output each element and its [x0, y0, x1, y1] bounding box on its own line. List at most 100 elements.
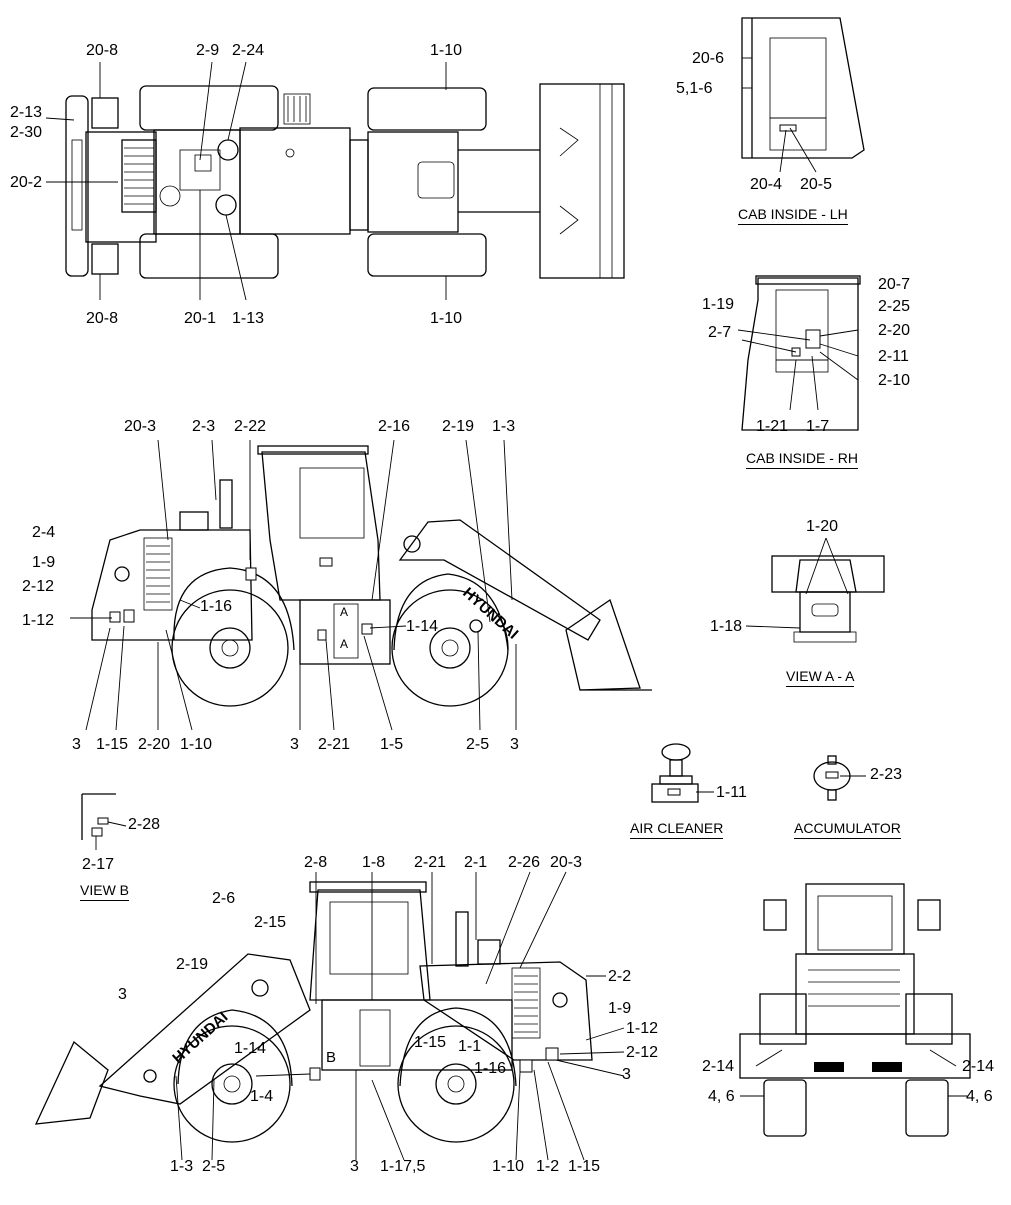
part-label: 1-5: [380, 736, 404, 753]
part-label: 20-3: [550, 854, 583, 871]
part-label: 4, 6: [966, 1088, 993, 1105]
part-label: 1-8: [362, 854, 386, 871]
part-label: 2-19: [442, 418, 475, 435]
part-label: 1-15: [96, 736, 129, 753]
title-view-b: VIEW B: [80, 882, 130, 901]
part-label: 3: [118, 986, 127, 1003]
section-mark-b: B: [326, 1049, 336, 1066]
top-view: [65, 83, 625, 279]
part-label: 1-16: [474, 1060, 507, 1077]
title-air-cleaner: AIR CLEANER: [630, 820, 724, 839]
part-label: 2-16: [378, 418, 411, 435]
view-aa: [771, 555, 885, 643]
part-label: 1-1: [458, 1038, 482, 1055]
part-label: 1-15: [414, 1034, 447, 1051]
accumulator: [813, 755, 851, 801]
part-label: 2-26: [508, 854, 541, 871]
part-label: 20-8: [86, 310, 119, 327]
part-label: 2-11: [878, 348, 909, 365]
left-side-view: [91, 445, 652, 707]
part-label: 1-18: [710, 618, 743, 635]
part-label: 2-19: [176, 956, 209, 973]
part-label: 1-9: [32, 554, 56, 571]
part-label: 2-23: [870, 766, 903, 783]
part-label: 2-25: [878, 298, 911, 315]
part-label: 20-3: [124, 418, 157, 435]
part-label: 2-14: [962, 1058, 995, 1075]
part-label: 4, 6: [708, 1088, 735, 1105]
part-label: 2-24: [232, 42, 265, 59]
part-label: 1-11: [716, 784, 747, 801]
hyundai-boom-plate-right: HYUNDAI: [169, 1009, 231, 1067]
part-label: 1-7: [806, 418, 830, 435]
part-label: 1-14: [406, 618, 439, 635]
part-label: 2-20: [138, 736, 171, 753]
part-label: 1-10: [492, 1158, 525, 1175]
part-label: 2-3: [192, 418, 216, 435]
title-cab-inside-lh: CAB INSIDE - LH: [738, 206, 848, 225]
air-cleaner: [651, 743, 699, 803]
part-label: 2-1: [464, 854, 488, 871]
part-label: 2-10: [878, 372, 911, 389]
part-label: 1-15: [568, 1158, 601, 1175]
title-cab-inside-rh: CAB INSIDE - RH: [746, 450, 859, 469]
part-label: 1-21: [756, 418, 789, 435]
part-label: 2-15: [254, 914, 287, 931]
part-label: 1-12: [22, 612, 55, 629]
part-label: 1-16: [200, 598, 233, 615]
part-label: 2-20: [878, 322, 911, 339]
part-label: 2-4: [32, 524, 56, 541]
part-label: 2-21: [414, 854, 447, 871]
part-label: 2-7: [708, 324, 732, 341]
right-side-view: [34, 881, 593, 1143]
part-label: 2-13: [10, 104, 43, 121]
part-label: 2-5: [202, 1158, 226, 1175]
part-label: 1-3: [492, 418, 516, 435]
part-label: 1-10: [180, 736, 213, 753]
title-accumulator: ACCUMULATOR: [794, 820, 901, 839]
part-label: 3: [350, 1158, 359, 1175]
part-label: 2-6: [212, 890, 236, 907]
part-label: 3: [510, 736, 519, 753]
part-label: 5,1-6: [676, 80, 713, 97]
part-label: 2-8: [304, 854, 328, 871]
part-label: 20-4: [750, 176, 783, 193]
part-label: 1-10: [430, 42, 463, 59]
part-label: 1-4: [250, 1088, 274, 1105]
part-label: 1-12: [626, 1020, 659, 1037]
part-label: 3: [622, 1066, 631, 1083]
part-label: 1-14: [234, 1040, 267, 1057]
part-label: 20-2: [10, 174, 43, 191]
part-label: 1-10: [430, 310, 463, 327]
part-label: 2-28: [128, 816, 161, 833]
part-label: 1-3: [170, 1158, 194, 1175]
part-label: 2-21: [318, 736, 351, 753]
part-label: 20-6: [692, 50, 725, 67]
leader-lines: [45, 57, 968, 1161]
part-label: 2-30: [10, 124, 43, 141]
part-label: 2-17: [82, 856, 115, 873]
part-label: 20-8: [86, 42, 119, 59]
part-label: 2-2: [608, 968, 632, 985]
part-label: 2-9: [196, 42, 220, 59]
part-label: 20-5: [800, 176, 833, 193]
view-b: [81, 793, 116, 840]
part-label: 2-12: [22, 578, 55, 595]
part-label: 1-20: [806, 518, 839, 535]
part-label: 2-22: [234, 418, 267, 435]
part-label: 1-13: [232, 310, 265, 327]
part-label: 1-17,5: [380, 1158, 426, 1175]
part-label: 2-5: [466, 736, 490, 753]
section-mark-a-lower: A: [340, 637, 348, 651]
title-view-aa: VIEW A - A: [786, 668, 855, 687]
part-label: 1-19: [702, 296, 735, 313]
cab-inside-lh: [741, 17, 865, 159]
section-mark-a-upper: A: [340, 605, 348, 619]
part-label: 20-1: [184, 310, 217, 327]
hyundai-boom-plate-left: HYUNDAI: [459, 584, 521, 642]
part-label: 3: [290, 736, 299, 753]
part-label: 2-14: [702, 1058, 735, 1075]
part-label: 1-9: [608, 1000, 632, 1017]
